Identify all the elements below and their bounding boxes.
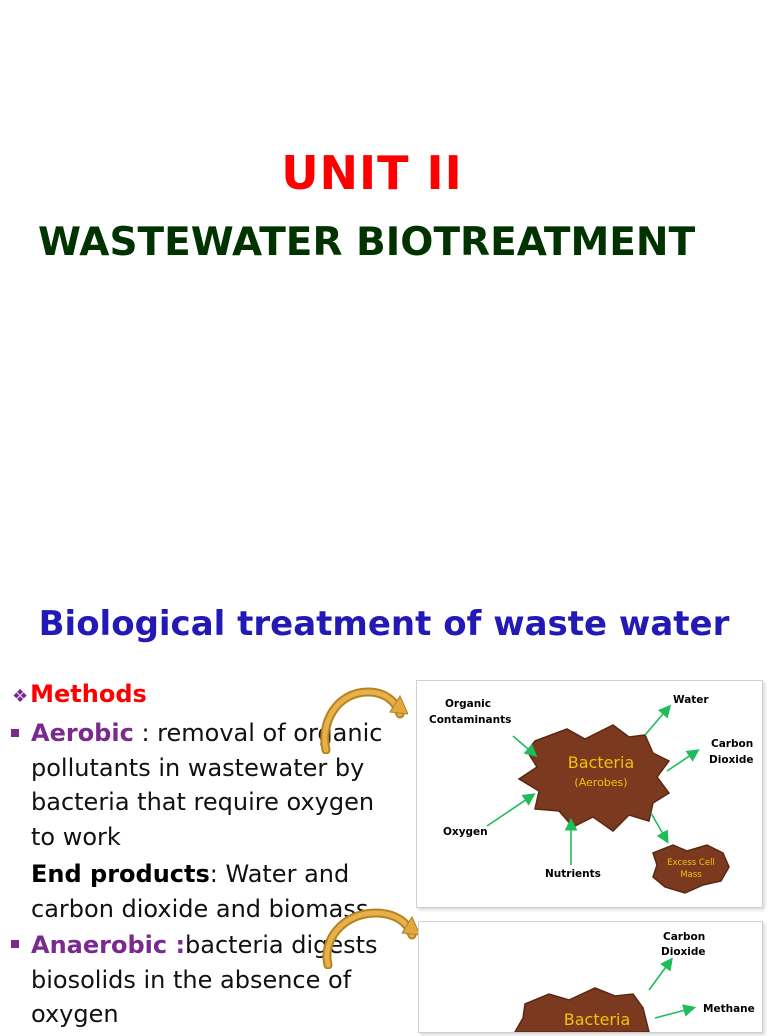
label-nutrients: Nutrients (545, 868, 601, 880)
square-bullet-icon (11, 940, 19, 948)
anaerobic-term: Anaerobic : (31, 931, 186, 959)
excess-cell-mass-blob (652, 844, 730, 894)
aerobic-line-3: bacteria that require oxygen (31, 788, 375, 816)
excess-label-2: Mass (680, 870, 702, 880)
curved-arrow-icon (322, 908, 421, 969)
arrow-out-excess (650, 812, 669, 844)
anaerobic-line-1: bacteria digests (185, 931, 378, 959)
square-bullet-icon (11, 729, 19, 737)
label-water: Water (673, 694, 709, 706)
end-products-line-1: : Water and (209, 860, 350, 888)
aerobic-description: Aerobic : removal of organic pollutants … (31, 716, 403, 854)
end-products-term: End products (31, 860, 210, 888)
label-dioxide: Dioxide (661, 946, 706, 958)
label-carbon: Carbon (711, 738, 753, 750)
arrow-in-oxygen (486, 793, 536, 827)
label-methane: Methane (703, 1003, 755, 1015)
curved-arrow-icon (320, 687, 408, 754)
arrow-out-carbon-dioxide (666, 749, 700, 772)
arrow-out-methane (654, 1004, 697, 1019)
label-carbon: Carbon (663, 931, 705, 943)
bacteria-label: Bacteria (564, 1010, 631, 1029)
aerobic-diagram-svg: Bacteria (Aerobes) Excess Cell Mass Orga… (429, 694, 754, 894)
label-contaminants: Contaminants (429, 714, 511, 726)
aerobic-line-2: pollutants in wastewater by (31, 753, 365, 782)
bacteria-blob (517, 724, 671, 832)
anaerobic-diagram: Bacteria Carbon Dioxide Methane (418, 921, 763, 1033)
anaerobic-line-3: oxygen (31, 1000, 119, 1028)
anaerobic-diagram-svg: Bacteria Carbon Dioxide Methane (513, 931, 755, 1033)
bacteria-sublabel: (Aerobes) (574, 776, 627, 789)
label-organic: Organic (445, 698, 491, 710)
page-title: WASTEWATER BIOTREATMENT (38, 220, 696, 265)
end-products-description: End products: Water and carbon dioxide a… (31, 857, 403, 926)
label-dioxide: Dioxide (709, 754, 754, 766)
excess-label-1: Excess Cell (667, 858, 715, 868)
end-products-line-2: carbon dioxide and biomass (31, 894, 369, 923)
diamond-bullet-icon: ❖ (12, 686, 29, 707)
methods-label: Methods (30, 680, 147, 708)
aerobic-line-1: removal of organic (157, 719, 383, 747)
bacteria-label: Bacteria (568, 753, 635, 772)
anaerobic-description: Anaerobic :bacteria digests biosolids in… (31, 928, 403, 1032)
section-title: Biological treatment of waste water (38, 604, 730, 644)
aerobic-line-4: to work (31, 822, 121, 851)
label-oxygen: Oxygen (443, 826, 488, 838)
methods-heading: ❖Methods (12, 680, 147, 708)
unit-title: UNIT II (281, 146, 463, 200)
anaerobic-line-2: biosolids in the absence of (31, 965, 352, 994)
arrow-out-carbon-dioxide (648, 957, 673, 991)
aerobic-diagram: Bacteria (Aerobes) Excess Cell Mass Orga… (416, 680, 763, 908)
arrow-in-organic (512, 735, 538, 758)
aerobic-term: Aerobic (31, 719, 134, 747)
arrow-out-water (644, 704, 672, 736)
aerobic-separator: : (133, 719, 158, 747)
